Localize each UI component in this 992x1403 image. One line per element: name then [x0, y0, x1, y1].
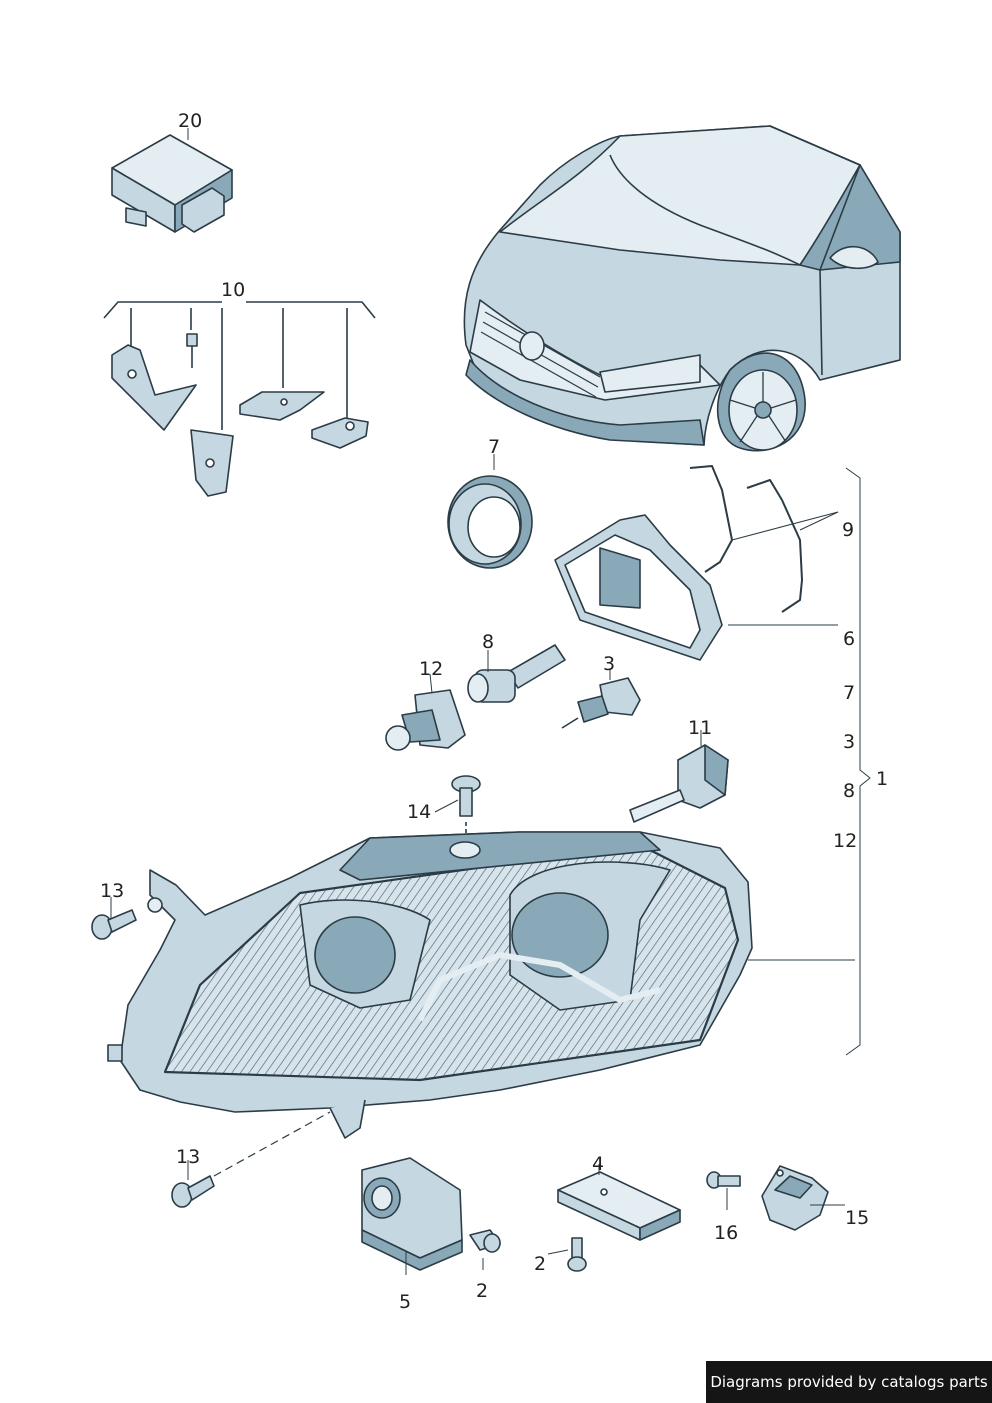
callout-9: 9: [842, 519, 855, 541]
adapter-ring-7: [447, 475, 533, 569]
callout-1: 1: [876, 768, 889, 790]
screw-13-upper: [91, 909, 137, 940]
gas-discharge-bulb-11: [629, 744, 729, 823]
bulb-8: [467, 644, 566, 703]
callout-2-left: 2: [534, 1253, 547, 1275]
callout-7: 7: [488, 436, 501, 458]
screw-2-right: [469, 1229, 501, 1253]
vehicle-front-view: [463, 125, 901, 452]
bracket-15: [761, 1165, 829, 1231]
callout-5: 5: [399, 1291, 412, 1313]
list-item-8: 8: [843, 780, 856, 802]
cover-6: [554, 514, 723, 661]
callout-2-right: 2: [476, 1280, 489, 1302]
callout-3: 3: [603, 653, 616, 675]
screw-16: [706, 1171, 741, 1189]
callout-14: 14: [407, 801, 432, 823]
callout-4: 4: [592, 1153, 605, 1175]
callout-8: 8: [482, 631, 495, 653]
callout-20: 20: [178, 110, 203, 132]
credit-banner: Diagrams provided by catalogs parts: [706, 1361, 992, 1403]
bulb-holder-12: [385, 689, 466, 751]
callout-15: 15: [845, 1207, 870, 1229]
bracket-set-10: [103, 301, 376, 497]
module-4: [557, 1171, 681, 1241]
screw-14: [451, 775, 481, 842]
callout-11: 11: [688, 717, 713, 739]
headlight-assembly-1: [107, 831, 753, 1139]
list-item-12: 12: [833, 830, 858, 852]
list-item-3: 3: [843, 731, 856, 753]
callout-12: 12: [419, 658, 444, 680]
list-item-7: 7: [843, 682, 856, 704]
callout-6: 6: [843, 628, 856, 650]
leader-lines: [110, 128, 871, 1275]
control-unit-5: [361, 1157, 463, 1271]
callout-13-upper: 13: [100, 880, 125, 902]
callout-13-lower: 13: [176, 1146, 201, 1168]
retaining-clips-9: [689, 465, 803, 613]
callout-16: 16: [714, 1222, 739, 1244]
callout-10: 10: [221, 279, 246, 301]
screw-13-lower: [171, 1111, 331, 1208]
bulb-3: [561, 677, 641, 729]
screw-2-left: [567, 1237, 587, 1272]
control-module-20: [111, 134, 233, 233]
